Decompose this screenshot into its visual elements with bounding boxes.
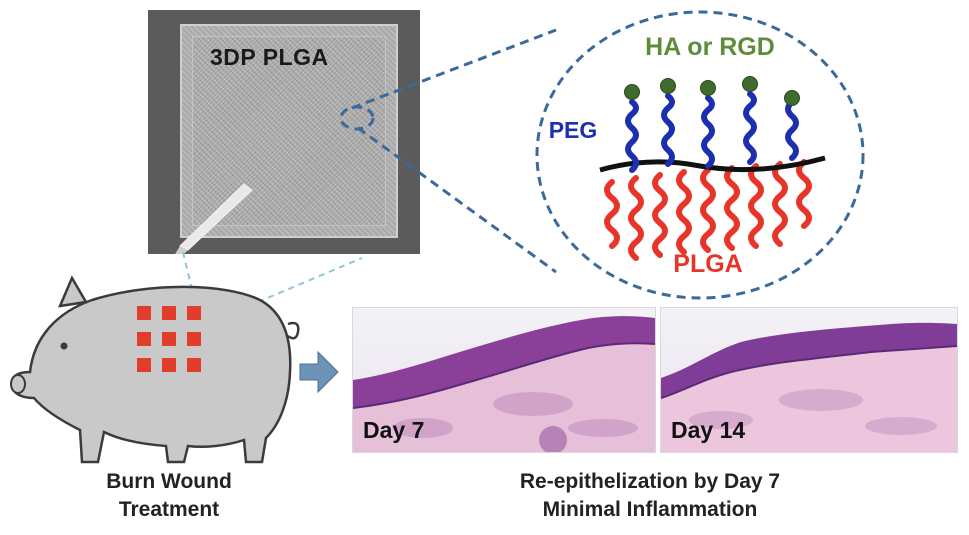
histology-panel-day14: Day 14 — [660, 307, 958, 453]
polymer-surface-line — [599, 155, 826, 173]
molecule-zoom-ellipse — [535, 10, 865, 300]
peg-chains — [625, 91, 799, 173]
histology-label: Day 7 — [363, 417, 425, 443]
caption-results: Re-epithelization by Day 7 Minimal Infla… — [420, 468, 880, 524]
plga-chains — [604, 159, 812, 261]
scaffold-print-pattern — [192, 36, 386, 226]
caption-line: Re-epithelization by Day 7 — [519, 470, 781, 493]
tweezer-icon — [175, 183, 253, 254]
caption-line: Treatment — [118, 498, 220, 521]
caption-line: Minimal Inflammation — [542, 498, 758, 521]
molecule-diagram: HA or RGD PEG PLGA — [549, 33, 826, 278]
pig-ear — [57, 275, 89, 308]
peg-label: PEG — [549, 117, 598, 143]
right-arrow-icon — [299, 350, 339, 394]
histology-panel-day7: Day 7 — [352, 307, 656, 453]
pig-tail — [287, 321, 300, 340]
histology-image — [661, 322, 957, 452]
wound-patches — [137, 306, 201, 372]
pig-body — [10, 285, 292, 464]
plga-label: PLGA — [673, 250, 742, 278]
scaffold-zoom-circle — [339, 105, 375, 131]
caption-burn-wound-treatment: Burn Wound Treatment — [62, 468, 276, 524]
histology-image — [353, 316, 655, 452]
pig-illustration — [10, 275, 300, 464]
ligand-beads — [624, 76, 800, 106]
pig-eye — [60, 342, 68, 350]
caption-line: Burn Wound — [106, 470, 232, 493]
callout-dashed-lines — [339, 10, 865, 300]
histology-label: Day 14 — [671, 417, 746, 443]
scaffold-label: 3DP PLGA — [210, 44, 329, 70]
pig-snout — [10, 374, 26, 394]
ligand-label: HA or RGD — [645, 33, 775, 61]
